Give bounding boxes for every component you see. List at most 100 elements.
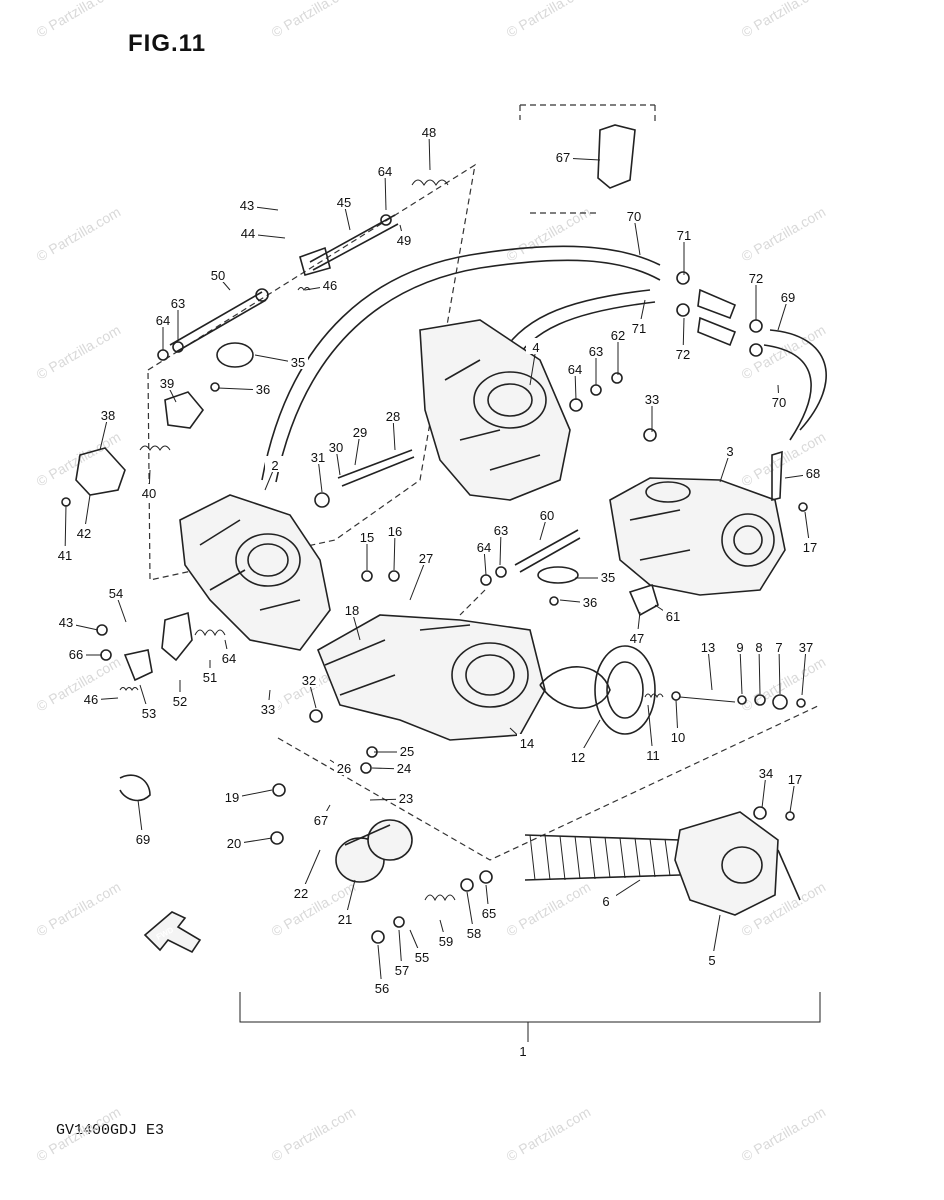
callout-label-background	[416, 549, 436, 565]
callout-label-background	[698, 638, 718, 654]
watermark: © Partzilla.com	[504, 879, 594, 940]
part-callout-33: 33	[645, 392, 659, 407]
part-callout-35: 35	[291, 355, 305, 370]
part-callout-69: 69	[781, 290, 795, 305]
part-callout-41: 41	[58, 548, 72, 563]
callout-label-background	[222, 788, 242, 804]
callout-leader-line	[778, 647, 781, 695]
part-callout-65: 65	[482, 906, 496, 921]
callout-label-background	[568, 748, 588, 764]
carburetor-front-right	[316, 614, 546, 741]
part-callout-66: 66	[69, 647, 83, 662]
callout-label-background	[375, 162, 395, 178]
part-callout-33: 33	[261, 702, 275, 717]
callout-label-background	[629, 319, 649, 335]
part-callout-12: 12	[571, 750, 585, 765]
part-callout-71: 71	[632, 321, 646, 336]
callout-label-background	[224, 834, 244, 850]
part-callout-31: 31	[311, 450, 325, 465]
carburetor-rear-right	[609, 477, 786, 596]
part-callout-16: 16	[388, 524, 402, 539]
part-callout-22: 22	[294, 886, 308, 901]
part-callout-42: 42	[77, 526, 91, 541]
callout-label-background	[419, 123, 439, 139]
callout-label-background	[308, 448, 328, 464]
callout-label-background	[702, 951, 722, 967]
part-callout-8: 8	[755, 640, 762, 655]
watermark: © Partzilla.com	[34, 429, 124, 490]
callout-label-background	[412, 948, 432, 964]
callout-label-background	[74, 524, 94, 540]
callout-label-background	[392, 961, 412, 977]
callout-leader-line	[409, 558, 427, 601]
part-callout-60: 60	[540, 508, 554, 523]
part-callout-24: 24	[397, 761, 411, 776]
callout-label-background	[98, 406, 118, 422]
callout-label-background	[383, 407, 403, 423]
part-callout-72: 72	[749, 271, 763, 286]
callout-label-background	[517, 734, 537, 750]
fwd-arrow-icon: FWD	[143, 911, 202, 954]
callout-label-background	[66, 645, 86, 661]
callout-label-background	[208, 266, 228, 282]
callout-label-background	[746, 269, 766, 285]
callout-label-background	[769, 638, 789, 654]
part-callout-58: 58	[467, 926, 481, 941]
part-callout-25: 25	[400, 744, 414, 759]
part-callout-20: 20	[227, 836, 241, 851]
watermark: © Partzilla.com	[504, 204, 594, 265]
part-callout-48: 48	[422, 125, 436, 140]
callout-label-background	[553, 148, 573, 164]
callout-label-background	[580, 593, 600, 609]
callout-leader-line	[707, 647, 713, 691]
part-callout-43: 43	[59, 615, 73, 630]
callout-leader-line	[384, 171, 387, 211]
part-callout-47: 47	[630, 631, 644, 646]
part-callout-13: 13	[701, 640, 715, 655]
part-callout-15: 15	[360, 530, 374, 545]
part-callout-30: 30	[329, 440, 343, 455]
callout-label-background	[803, 464, 823, 480]
callout-label-background	[168, 294, 188, 310]
callout-label-background	[170, 692, 190, 708]
part-callout-29: 29	[353, 425, 367, 440]
part-callout-49: 49	[397, 233, 411, 248]
part-callout-43: 43	[240, 198, 254, 213]
callout-label-background	[596, 892, 616, 908]
part-callout-54: 54	[109, 586, 123, 601]
callout-label-background	[385, 522, 405, 538]
callout-label-background	[674, 226, 694, 242]
watermark: © Partzilla.com	[34, 879, 124, 940]
model-code: GV1400GDJ E3	[56, 1122, 165, 1139]
callout-label-background	[643, 746, 663, 762]
part-callout-36: 36	[583, 595, 597, 610]
callout-label-background	[778, 288, 798, 304]
watermark: © Partzilla.com	[34, 0, 124, 41]
part-callout-34: 34	[759, 766, 773, 781]
callout-label-background	[350, 423, 370, 439]
part-callout-21: 21	[338, 912, 352, 927]
carburetor-rear-left	[419, 319, 571, 501]
callout-label-background	[608, 326, 628, 342]
callout-label-background	[396, 789, 416, 805]
part-callout-17: 17	[803, 540, 817, 555]
callout-leader-line	[393, 531, 396, 571]
part-callout-59: 59	[439, 934, 453, 949]
callout-label-background	[335, 910, 355, 926]
part-callout-64: 64	[568, 362, 582, 377]
callout-label-background	[598, 568, 618, 584]
callout-label-background	[55, 546, 75, 562]
part-callout-64: 64	[477, 540, 491, 555]
callout-label-background	[756, 764, 776, 780]
part-callout-45: 45	[337, 195, 351, 210]
small-fasteners	[61, 124, 808, 944]
part-callout-40: 40	[142, 486, 156, 501]
springs	[119, 179, 664, 902]
part-callout-70: 70	[627, 209, 641, 224]
callout-label-background	[785, 770, 805, 786]
part-callout-37: 37	[799, 640, 813, 655]
part-callout-44: 44	[241, 226, 255, 241]
callout-label-background	[153, 311, 173, 327]
part-callout-9: 9	[736, 640, 743, 655]
